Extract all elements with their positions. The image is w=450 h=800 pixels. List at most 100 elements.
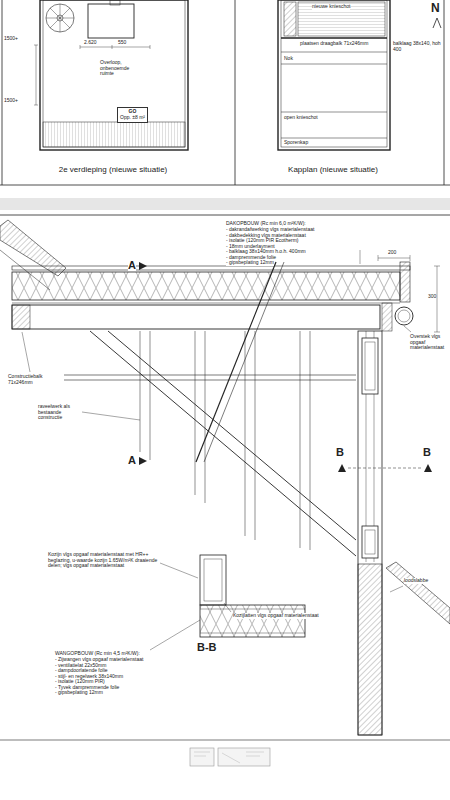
existing-roof bbox=[0, 220, 66, 276]
dormer-wall bbox=[365, 530, 375, 554]
roof-plan bbox=[278, 0, 441, 150]
roof-build-up bbox=[400, 262, 410, 302]
leader-lines bbox=[224, 603, 231, 612]
dimension-lines bbox=[378, 255, 440, 332]
page-thumbnails bbox=[190, 748, 214, 766]
floor-plan bbox=[43, 122, 185, 147]
roof-build-up bbox=[12, 303, 400, 304]
detail-b-b bbox=[200, 633, 305, 634]
existing-roof bbox=[90, 331, 356, 556]
dimension-lines bbox=[378, 258, 410, 259]
annotation-text: 1500+ bbox=[4, 36, 18, 42]
annotation-text: DAKOPBOUW (Rc min 6,0 m²K/W): bbox=[226, 221, 306, 227]
caption-text: Kapplan (nieuwe situatie) bbox=[288, 166, 378, 175]
room-area: Opp. ±8 m² bbox=[120, 115, 145, 121]
section-line bbox=[204, 262, 284, 462]
room-tag: GOOpp. ±8 m² bbox=[117, 107, 148, 123]
leader-lines bbox=[22, 250, 411, 650]
leader-lines bbox=[160, 563, 198, 578]
roof-build-up bbox=[12, 262, 413, 331]
dormer-wall bbox=[358, 331, 382, 735]
caption-text: B bbox=[423, 446, 431, 458]
leader-lines bbox=[404, 326, 411, 332]
roof-build-up bbox=[12, 305, 30, 329]
sheet-frame bbox=[0, 185, 450, 186]
dimension-lines bbox=[437, 266, 438, 332]
sheet-frame bbox=[0, 198, 450, 210]
floor-plan bbox=[46, 4, 74, 32]
annotation-text: loodslabbe bbox=[404, 578, 428, 584]
leader-lines bbox=[360, 250, 361, 264]
floor-plan bbox=[80, 45, 150, 49]
annotation-text: plaatsen draagbalk 71x246mm bbox=[300, 41, 368, 47]
section-line bbox=[139, 262, 147, 270]
floor-plan bbox=[80, 47, 150, 48]
roof-plan bbox=[281, 138, 387, 139]
annotation-text: raveelwerk als bestaande constructie bbox=[38, 404, 82, 421]
roof-plan bbox=[433, 18, 441, 28]
floor-plan bbox=[46, 4, 74, 32]
existing-roof bbox=[108, 331, 356, 540]
annotation-text: Sporenkap bbox=[284, 140, 308, 146]
floor-plan bbox=[36, 45, 37, 105]
existing-roof bbox=[0, 250, 50, 290]
page-thumbnails bbox=[218, 748, 270, 766]
caption-text: N bbox=[431, 2, 440, 15]
dormer-wall bbox=[362, 338, 378, 394]
section-line bbox=[424, 464, 432, 472]
annotation-text: Kozijn vlgs opgaaf materialenstaat met H… bbox=[48, 552, 158, 569]
annotation-text: Constructiebalk 71x246mm bbox=[8, 374, 64, 385]
page-thumbnails bbox=[190, 748, 270, 766]
existing-roof bbox=[0, 220, 450, 624]
roof-plan bbox=[281, 52, 387, 53]
floor-plan bbox=[88, 4, 134, 38]
section-line bbox=[139, 262, 432, 472]
annotation-text: Overloop, onbenoemde ruimte bbox=[100, 60, 140, 77]
annotation-text: open knieschot bbox=[284, 115, 318, 121]
roof-plan bbox=[281, 112, 387, 113]
caption-text: A bbox=[128, 259, 136, 271]
floor-plan bbox=[110, 0, 120, 5]
floor-plan bbox=[34, 45, 38, 105]
floor-plan bbox=[43, 0, 185, 147]
detail-b-b bbox=[200, 555, 226, 605]
roof-build-up bbox=[382, 303, 392, 331]
caption-text: B bbox=[336, 446, 344, 458]
existing-roof bbox=[140, 331, 310, 550]
roof-plan bbox=[281, 0, 387, 147]
annotation-text: Nok bbox=[284, 56, 293, 62]
roof-build-up bbox=[12, 266, 410, 270]
section-line bbox=[338, 464, 346, 472]
roof-build-up bbox=[12, 305, 380, 329]
caption-text: B-B bbox=[197, 641, 217, 653]
existing-roof bbox=[386, 562, 450, 624]
caption-text: 2e verdieping (nieuwe situatie) bbox=[59, 166, 168, 175]
floor-plan bbox=[40, 0, 188, 150]
section-line bbox=[348, 468, 422, 469]
sheet-frame bbox=[0, 740, 450, 741]
roof-plan bbox=[284, 2, 296, 36]
leader-lines bbox=[390, 586, 403, 592]
roof-plan bbox=[281, 64, 387, 65]
leader-lines bbox=[150, 620, 200, 650]
annotation-text: 1500+ bbox=[4, 98, 18, 104]
annotation-text: 550 bbox=[118, 40, 126, 46]
dimension-lines bbox=[378, 255, 410, 261]
dormer-wall bbox=[358, 331, 382, 735]
roof-build-up bbox=[398, 310, 410, 322]
dormer-wall bbox=[358, 564, 382, 735]
dormer-wall bbox=[362, 526, 378, 558]
annotation-text: - gipsbeplating 12mm bbox=[226, 260, 274, 266]
detail-b-b bbox=[200, 609, 305, 610]
annotation-text: Kozijlatten vlgs opgaaf materialenstaat bbox=[233, 613, 325, 619]
caption-text: A bbox=[128, 454, 136, 466]
roof-plan bbox=[298, 2, 385, 36]
detail-b-b bbox=[200, 605, 305, 637]
annotation-text: 2.620 bbox=[84, 40, 97, 46]
sheet-frame bbox=[2, 0, 3, 185]
roof-plan bbox=[281, 37, 387, 38]
floor-plan bbox=[34, 0, 188, 150]
section-line bbox=[196, 262, 276, 462]
roof-build-up bbox=[12, 272, 400, 300]
